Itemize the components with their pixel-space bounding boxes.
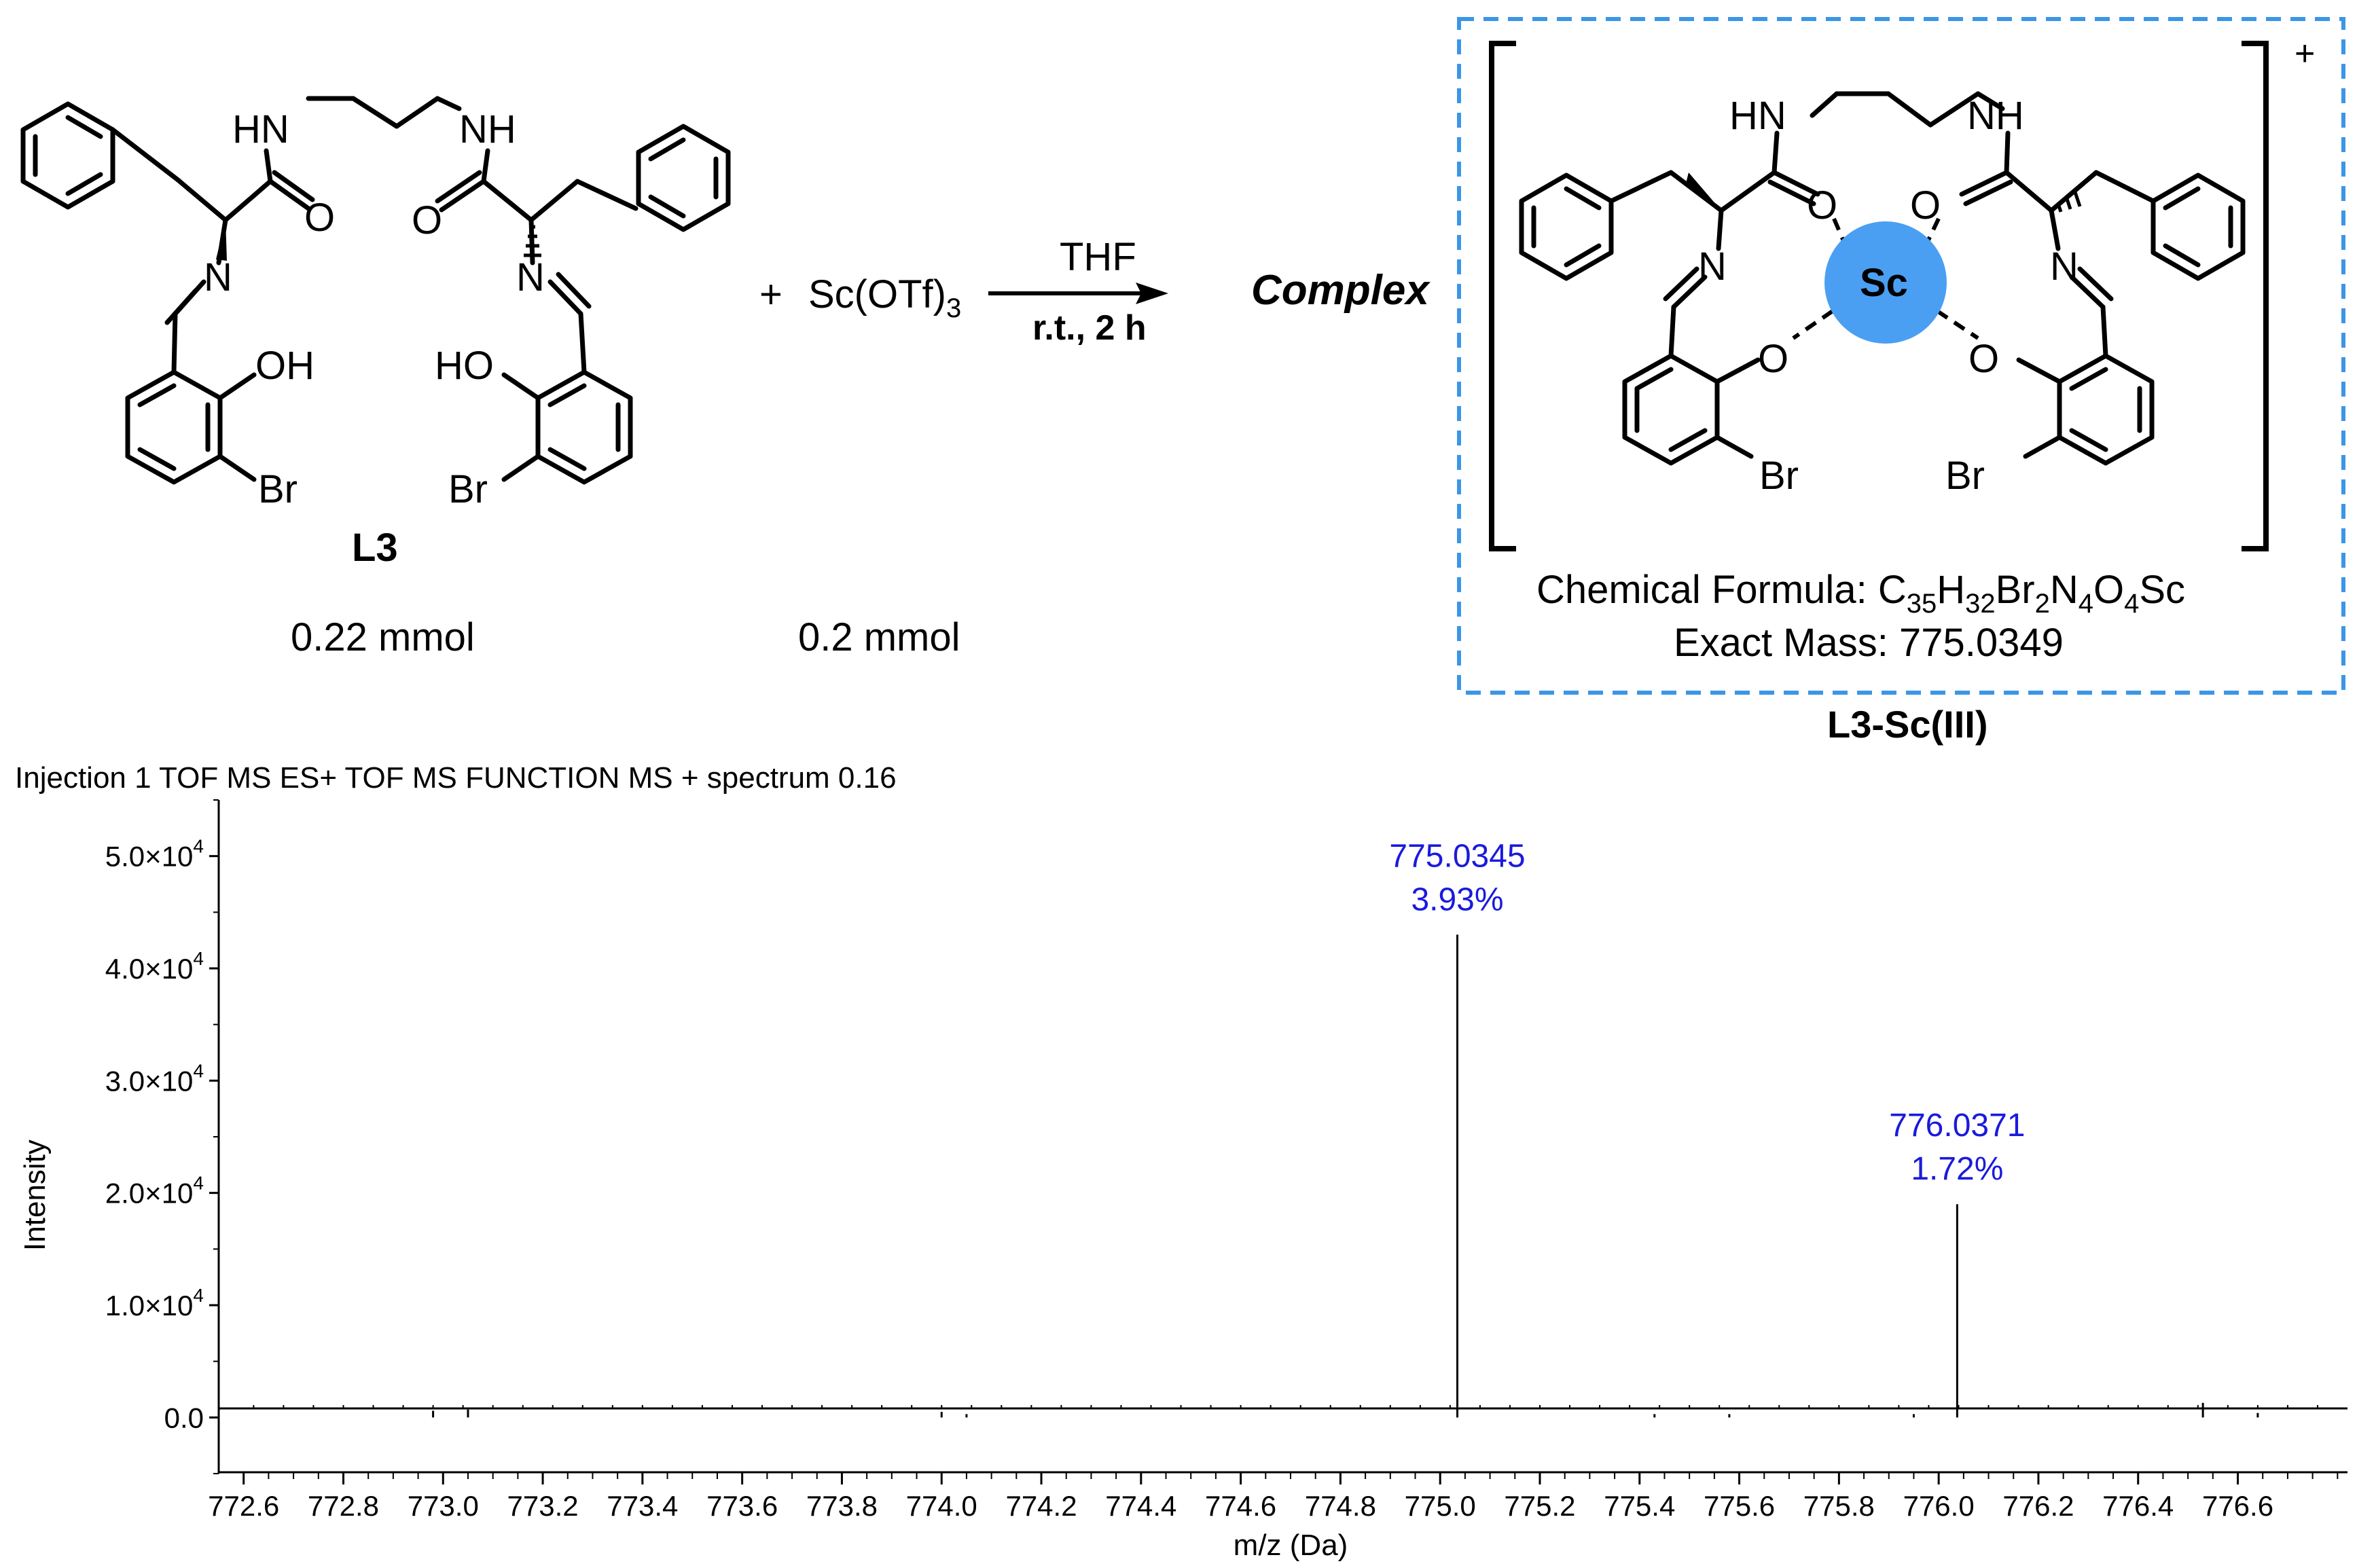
bracket-right [2242, 41, 2269, 551]
charge-sign: + [2295, 34, 2315, 73]
product-word: Complex [1251, 267, 1431, 314]
reaction-arrow [988, 282, 1168, 304]
x-tick-label: 773.6 [706, 1490, 778, 1522]
atom-n-right: N [2050, 244, 2079, 289]
complex-hash-bond [2056, 189, 2082, 213]
atom-n-right: N [516, 255, 545, 299]
atom-hn: HN [1729, 94, 1786, 138]
chart-plot: 0.0 1.0×104 2.0×104 3.0×104 4.0×104 5.0×104 7… [105, 799, 2347, 1522]
atom-ho: HO [435, 344, 494, 388]
peak-pct-label: 3.93% [1411, 881, 1503, 917]
scandium-center [1824, 221, 1947, 344]
atom-sc: Sc [1860, 261, 1908, 305]
atom-o-carbonyl-right: O [1910, 183, 1941, 227]
exact-mass: Exact Mass: 775.0349 [1674, 621, 2064, 665]
x-axis-label: m/z (Da) [1234, 1529, 1348, 1562]
atom-nh: NH [1967, 94, 2024, 138]
x-tick-label: 775.4 [1604, 1490, 1675, 1522]
x-tick-label: 774.2 [1005, 1490, 1077, 1522]
x-tick-label: 772.8 [308, 1490, 379, 1522]
y-tick-label: 1.0×104 [105, 1285, 204, 1321]
x-tick-label: 774.6 [1205, 1490, 1276, 1522]
ligand-label: L3 [352, 526, 398, 570]
atom-o-left: O [304, 196, 335, 240]
atom-n-left: N [204, 255, 232, 299]
x-tick-label: 776.0 [1903, 1490, 1975, 1522]
conditions-label: r.t., 2 h [1032, 308, 1147, 348]
y-tick-label: 4.0×104 [105, 948, 204, 985]
y-axis-label: Intensity [18, 1139, 52, 1251]
atom-oh: OH [255, 344, 314, 388]
x-tick-label: 772.6 [208, 1490, 279, 1522]
ligand-L3-structure [20, 96, 731, 485]
x-tick-label: 776.4 [2102, 1490, 2174, 1522]
complex-structure [1519, 91, 2246, 466]
x-tick-label: 775.2 [1504, 1490, 1575, 1522]
plus-sign: + [759, 272, 782, 316]
reagent-name: Sc(OTf)3 [808, 272, 961, 323]
atom-o-phenoxide-left: O [1758, 337, 1788, 381]
ligand-amount: 0.22 mmol [291, 615, 475, 659]
ligand-atom-labels: HN NH O O N N OH HO Br Br [204, 107, 545, 511]
hash-bond [524, 225, 541, 257]
atom-br-left: Br [258, 467, 298, 511]
x-tick-label: 776.2 [2002, 1490, 2074, 1522]
y-tick-label: 5.0×104 [105, 836, 204, 873]
reagent-amount: 0.2 mmol [798, 615, 960, 659]
y-tick-label: 2.0×104 [105, 1173, 204, 1209]
atom-br-right: Br [1945, 454, 1985, 498]
x-tick-label: 773.2 [507, 1490, 579, 1522]
x-tick-label: 775.6 [1704, 1490, 1775, 1522]
x-tick-label: 776.6 [2202, 1490, 2273, 1522]
complex-atom-labels: HN NH O O N N O O Br Br Sc [1698, 94, 2079, 498]
x-tick-label: 773.4 [607, 1490, 678, 1522]
peak-pct-label: 1.72% [1911, 1151, 2003, 1187]
chart-title: Injection 1 TOF MS ES+ TOF MS FUNCTION M… [15, 761, 897, 795]
x-tick-label: 774.0 [906, 1490, 977, 1522]
atom-o-right: O [412, 198, 442, 242]
y-tick-label: 0.0 [164, 1402, 204, 1434]
peak-mz-label: 776.0371 [1889, 1108, 2025, 1144]
atom-n-left: N [1698, 244, 1727, 289]
x-tick-label: 775.8 [1803, 1490, 1875, 1522]
x-tick-label: 773.0 [408, 1490, 479, 1522]
atom-br-right: Br [448, 467, 488, 511]
atom-o-phenoxide-right: O [1968, 337, 1999, 381]
complex-label: L3-Sc(III) [1827, 703, 1987, 746]
x-tick-label: 773.8 [806, 1490, 878, 1522]
x-tick-label: 774.4 [1105, 1490, 1176, 1522]
solvent-label: THF [1060, 235, 1136, 279]
atom-o-carbonyl-left: O [1807, 183, 1837, 227]
complex-wedge-bond [1686, 172, 1721, 211]
x-tick-label: 774.8 [1305, 1490, 1376, 1522]
atom-br-left: Br [1759, 454, 1799, 498]
peak-mz-label: 775.0345 [1389, 838, 1525, 874]
chemical-formula: Chemical Formula: C35H32Br2N4O4Sc [1536, 568, 2185, 619]
y-tick-label: 3.0×104 [105, 1060, 204, 1097]
bracket-left [1489, 41, 1516, 551]
complex-box [1457, 17, 2345, 695]
atom-hn: HN [232, 107, 289, 151]
x-tick-label: 775.0 [1405, 1490, 1476, 1522]
wedge-bond [216, 220, 227, 261]
atom-nh: NH [459, 107, 516, 151]
